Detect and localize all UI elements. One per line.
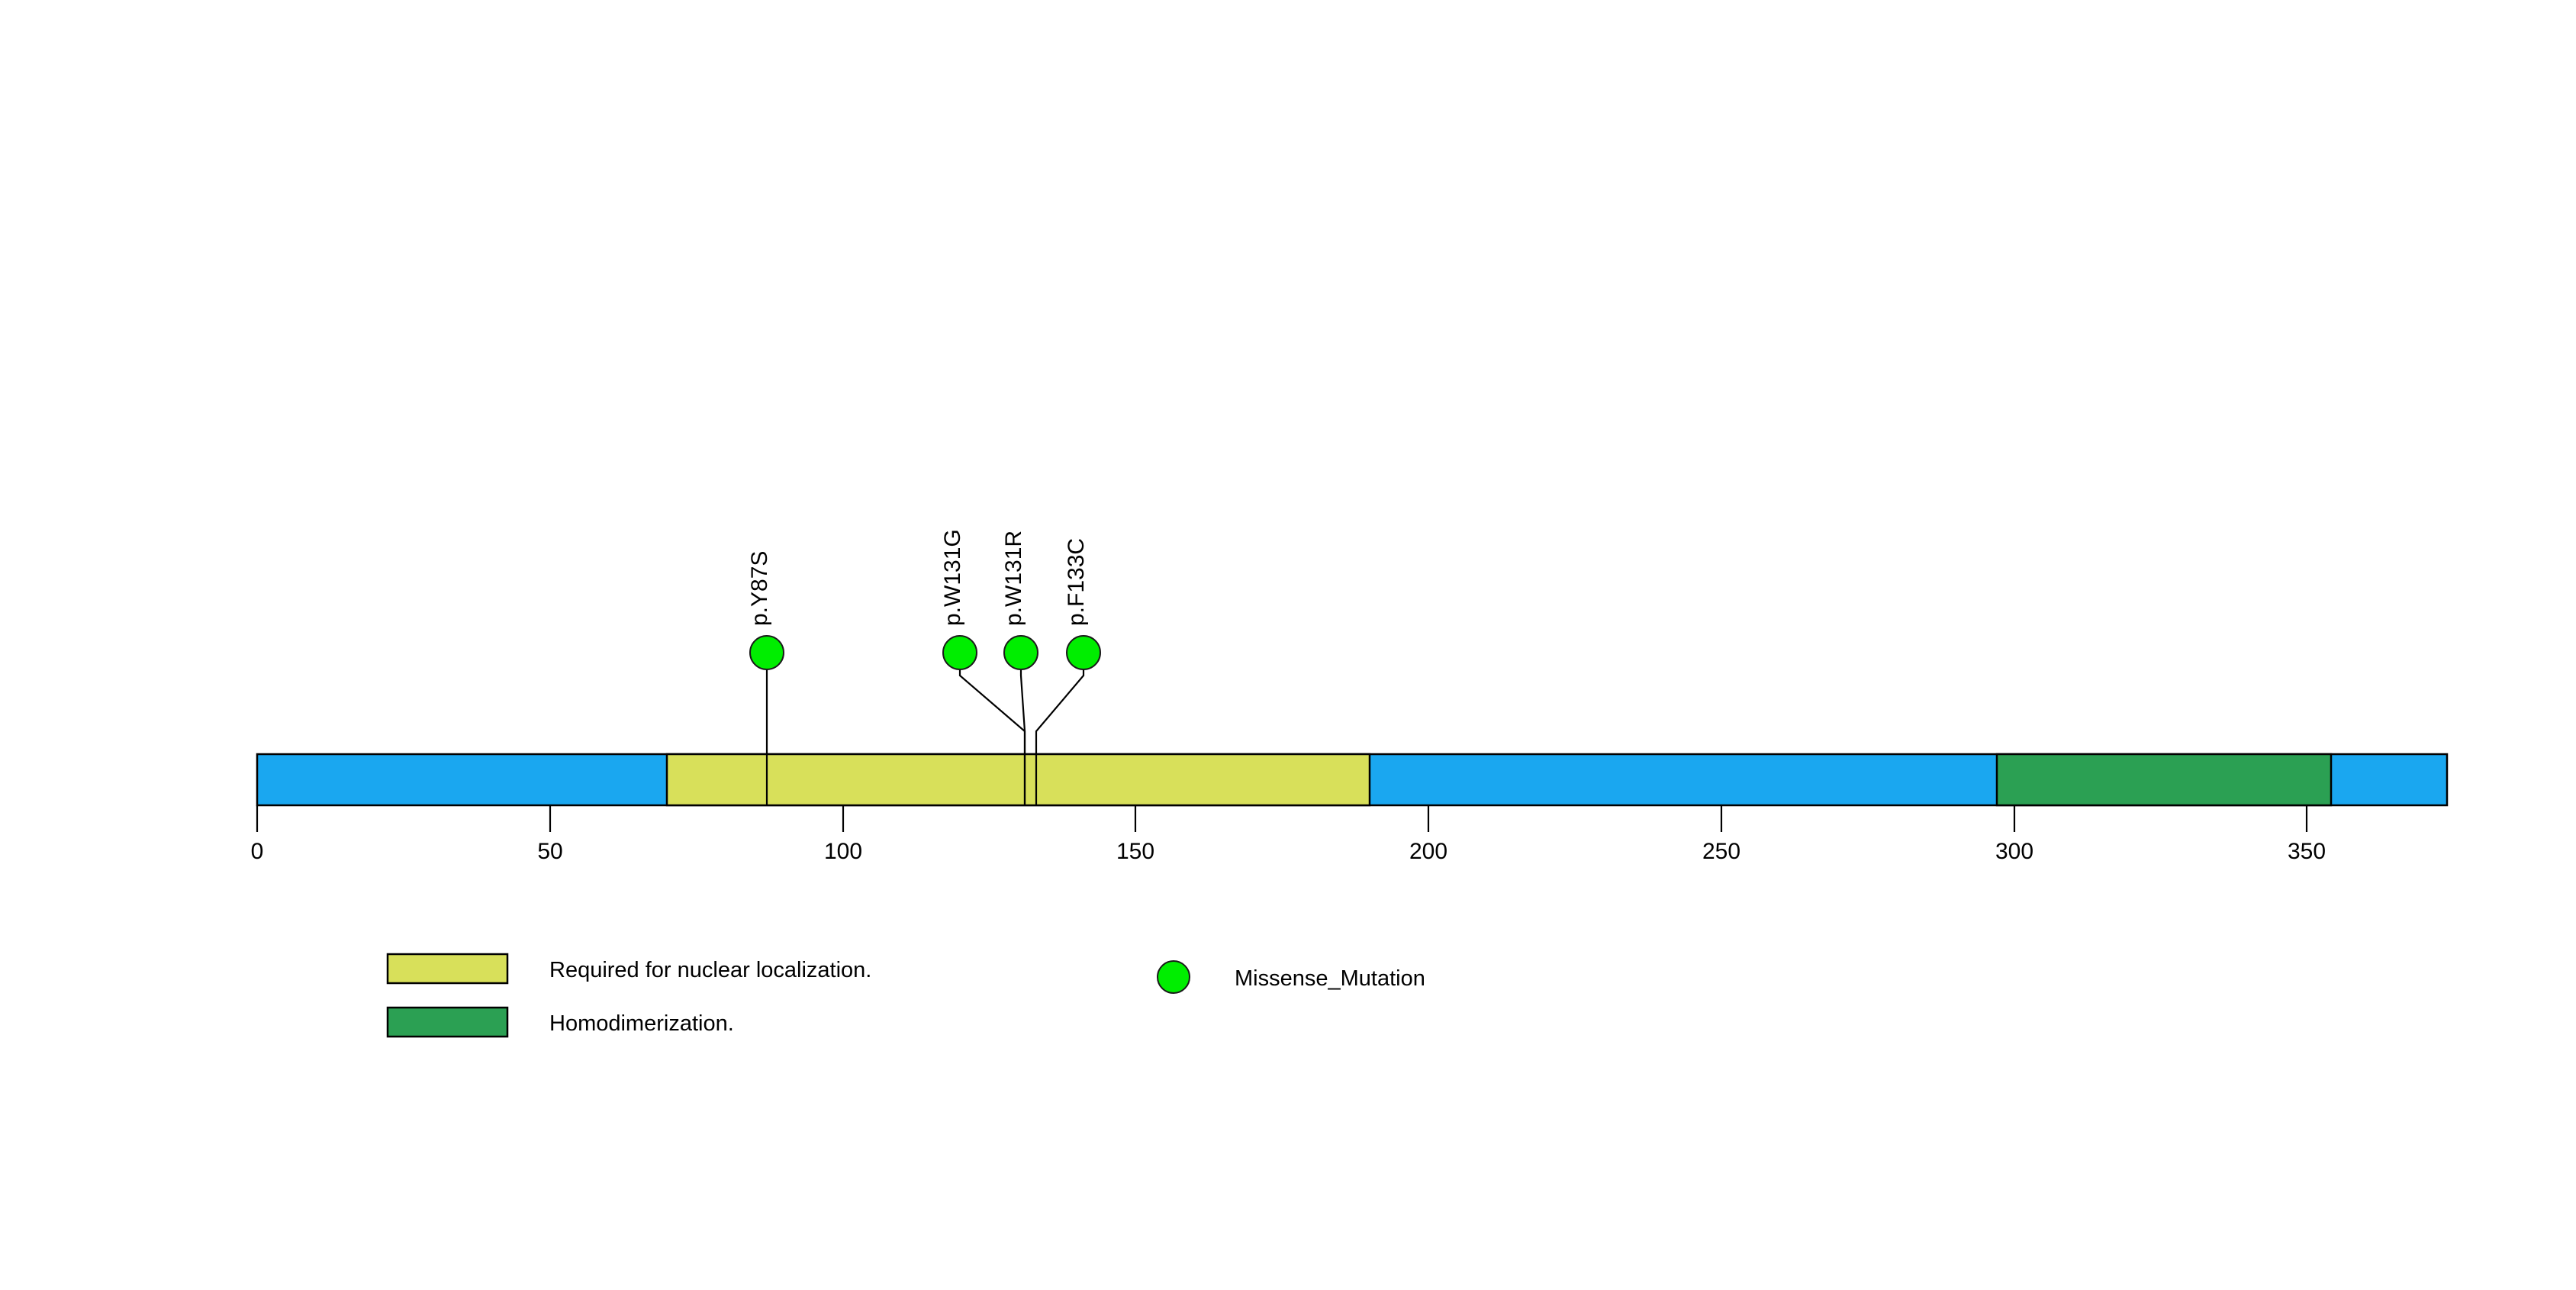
axis-tick-label-350: 350 <box>2288 839 2326 864</box>
legend-entry-nuclear-localization[interactable]: Required for nuclear localization. <box>386 953 871 985</box>
lollipop-p-F133C[interactable]: p.F133C <box>1035 538 1101 805</box>
axis-tick-label-150: 150 <box>1116 839 1154 864</box>
protein-track <box>256 753 2449 807</box>
lollipop-label: p.Y87S <box>747 551 772 626</box>
domain-rect-nuclear-localization[interactable] <box>665 753 1371 807</box>
legend-marker-missense-mutation <box>1157 960 1190 994</box>
lollipop-label: p.W131G <box>940 529 965 626</box>
lollipop-label: p.F133C <box>1064 538 1089 626</box>
lollipop-marker[interactable] <box>749 635 784 670</box>
lollipop-p-W131R[interactable]: p.W131R <box>1001 531 1038 805</box>
lollipop-p-Y87S[interactable]: p.Y87S <box>747 551 784 805</box>
axis-tick-label-100: 100 <box>824 839 862 864</box>
legend: Required for nuclear localization. Homod… <box>386 953 1425 1038</box>
legend-entry-homodimerization[interactable]: Homodimerization. <box>386 1006 734 1038</box>
axis-tick-label-0: 0 <box>251 839 264 864</box>
legend-label-missense-mutation: Missense_Mutation <box>1235 966 1425 991</box>
legend-swatch-homodimerization <box>386 1006 509 1038</box>
x-axis: 0 50 100 150 200 250 300 350 <box>251 805 2326 864</box>
axis-tick-label-200: 200 <box>1409 839 1447 864</box>
legend-entry-missense-mutation[interactable]: Missense_Mutation <box>1157 960 1425 994</box>
domain-rect-homodimerization[interactable] <box>1995 753 2333 807</box>
legend-label-homodimerization: Homodimerization. <box>549 1011 734 1036</box>
legend-label-nuclear-localization: Required for nuclear localization. <box>549 958 871 982</box>
axis-tick-label-300: 300 <box>1995 839 2033 864</box>
lollipop-marker[interactable] <box>1066 635 1101 670</box>
axis-tick-label-250: 250 <box>1702 839 1740 864</box>
legend-swatch-nuclear-localization <box>386 953 509 985</box>
lollipop-marker[interactable] <box>1003 635 1038 670</box>
lollipop-marker[interactable] <box>942 635 977 670</box>
lollipop-label: p.W131R <box>1001 531 1026 626</box>
lollipop-p-W131G[interactable]: p.W131G <box>940 529 1026 805</box>
axis-tick-label-50: 50 <box>537 839 562 864</box>
